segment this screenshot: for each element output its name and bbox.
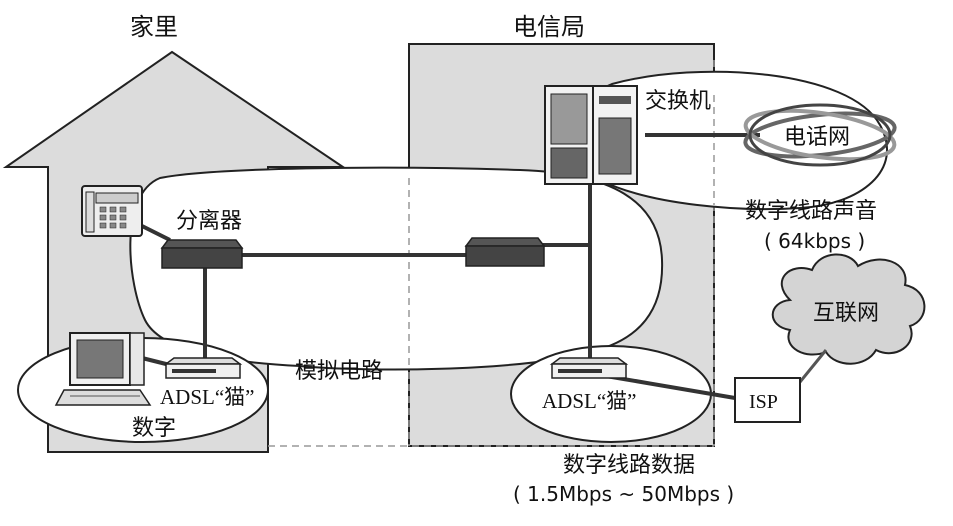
adsl-modem-home-icon bbox=[163, 357, 243, 379]
analog-line-label: 模拟电路 bbox=[295, 359, 383, 384]
splitter-office-icon bbox=[464, 237, 546, 267]
computer-icon bbox=[54, 332, 152, 406]
telephone-icon bbox=[81, 185, 143, 237]
splitter-home-icon bbox=[160, 239, 244, 269]
switch-server-icon bbox=[544, 85, 638, 185]
adsl-home-label: ADSL“猫” bbox=[160, 385, 254, 409]
switch-label: 交换机 bbox=[645, 89, 711, 114]
splitter-label: 分离器 bbox=[176, 209, 242, 234]
home-title: 家里 bbox=[130, 13, 178, 41]
digital-data-label: 数字线路数据 bbox=[563, 453, 695, 478]
phone-network-label: 电话网 bbox=[784, 125, 850, 150]
digital-data-rate-label: ( 1.5Mbps ~ 50Mbps ) bbox=[513, 482, 734, 506]
isp-cloud-connector bbox=[798, 349, 828, 383]
phone-network-rings bbox=[743, 103, 897, 167]
adsl-office-label: ADSL“猫” bbox=[542, 389, 636, 413]
wires bbox=[129, 133, 760, 400]
digital-voice-label: 数字线路声音 bbox=[745, 199, 877, 224]
digital-voice-rate-label: ( 64kbps ) bbox=[764, 229, 865, 253]
office-title: 电信局 bbox=[513, 13, 585, 41]
internet-label: 互联网 bbox=[813, 301, 879, 326]
digital-label: 数字 bbox=[132, 416, 176, 441]
adsl-modem-office-icon bbox=[549, 357, 629, 379]
internet-cloud-icon bbox=[771, 253, 926, 365]
isp-box bbox=[734, 377, 801, 423]
isp-label: ISP bbox=[749, 391, 778, 413]
